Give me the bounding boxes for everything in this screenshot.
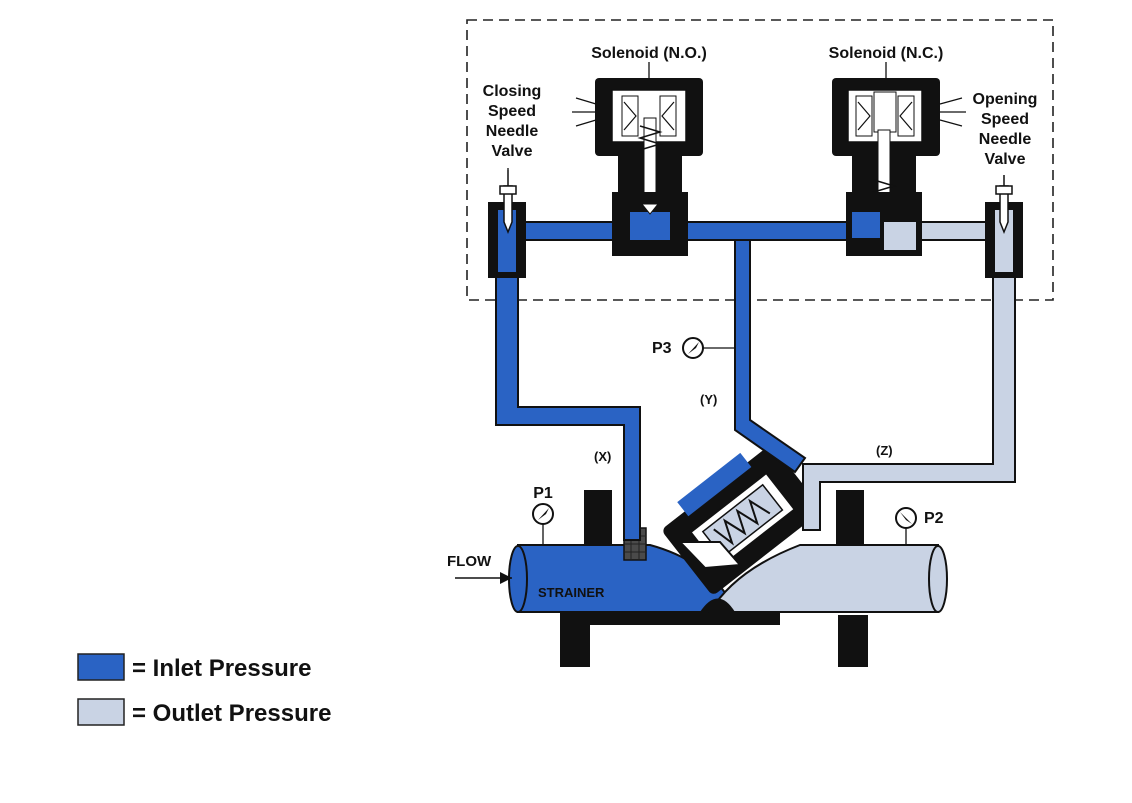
p3-label: P3 xyxy=(652,340,672,357)
p1-label: P1 xyxy=(533,485,553,502)
legend-outlet-swatch xyxy=(77,698,125,726)
legend: = Inlet Pressure = Outlet Pressure xyxy=(77,653,331,727)
solenoid-no-label: Solenoid (N.O.) xyxy=(591,45,707,62)
legend-outlet-label: = Outlet Pressure xyxy=(132,700,331,727)
line-y-label: (Y) xyxy=(700,392,717,407)
opening-valve-label-line3: Needle xyxy=(979,131,1032,148)
closing-needle-valve xyxy=(488,170,526,278)
pilot-enclosure xyxy=(466,19,1054,301)
closing-valve-label-line1: Closing xyxy=(483,83,542,100)
line-z-label: (Z) xyxy=(876,443,893,458)
strainer-label: STRAINER xyxy=(538,585,605,600)
closing-valve-label-line3: Needle xyxy=(486,123,539,140)
main-valve-body xyxy=(508,446,948,667)
gauge-p2-icon xyxy=(895,507,917,545)
flow-label: FLOW xyxy=(447,553,492,570)
closing-valve-label-line4: Valve xyxy=(492,143,533,160)
line-z xyxy=(802,269,1016,531)
opening-valve-label-line4: Valve xyxy=(985,151,1026,168)
gauge-p1-icon xyxy=(532,503,554,545)
opening-valve-label-line2: Speed xyxy=(981,111,1029,128)
legend-inlet-label: = Inlet Pressure xyxy=(132,655,311,682)
solenoid-nc xyxy=(832,78,966,256)
legend-inlet-swatch xyxy=(77,653,125,681)
opening-needle-valve xyxy=(985,175,1023,278)
opening-valve-label-line1: Opening xyxy=(973,91,1038,108)
line-x-label: (X) xyxy=(594,449,611,464)
line-y xyxy=(734,239,807,474)
p2-label: P2 xyxy=(924,510,944,527)
flow-arrow-icon xyxy=(455,572,512,584)
line-x xyxy=(495,269,641,541)
solenoid-no xyxy=(572,78,703,256)
closing-valve-label-line2: Speed xyxy=(488,103,536,120)
gauge-p3-icon xyxy=(682,337,735,359)
solenoid-nc-label: Solenoid (N.C.) xyxy=(829,45,944,62)
